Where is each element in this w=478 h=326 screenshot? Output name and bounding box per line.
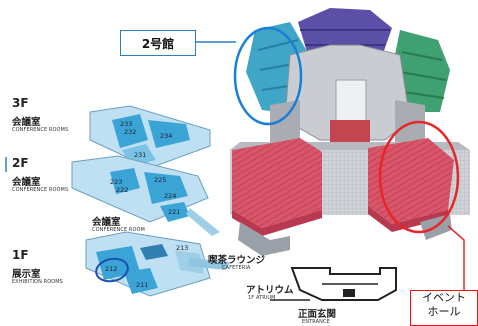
cafeteria-en: CAFETERIA <box>222 265 251 271</box>
building2-highlight-circle <box>233 26 303 126</box>
floor-3f-label: 3F <box>12 96 29 110</box>
atrium-en: 1F ATRIUM <box>248 295 276 301</box>
event-hall-connector <box>447 225 465 290</box>
room-232: 232 <box>124 128 137 136</box>
floor-2f-label: 2F <box>12 156 29 170</box>
floor-1f-label: 1F <box>12 248 29 262</box>
atrium-jp: アトリウム <box>246 285 294 296</box>
building-3d <box>230 8 470 256</box>
floor-2f-room-jp: 会議室 <box>12 177 41 188</box>
entrance-en: ENTRANCE <box>302 319 330 325</box>
floor-1f-conf-jp: 会議室 <box>92 217 121 228</box>
room-225: 225 <box>154 176 167 184</box>
event-hall-label-line2: ホール <box>427 305 461 318</box>
atrium-outline <box>270 267 397 301</box>
floor-plan-3f <box>89 105 211 169</box>
floor-1f-room-jp: 展示室 <box>12 269 41 280</box>
floor-3f-room-jp: 会議室 <box>12 117 41 128</box>
room-212: 212 <box>105 265 118 273</box>
cafeteria-jp: 喫茶ラウンジ <box>208 255 266 266</box>
room-224: 224 <box>164 192 177 200</box>
room-212-highlight-circle <box>95 257 129 283</box>
event-hall-building <box>368 138 454 224</box>
room-213: 213 <box>176 244 189 252</box>
room-222: 222 <box>116 186 129 194</box>
left-red-hall <box>232 138 322 228</box>
room-231: 231 <box>134 151 147 159</box>
room-223: 223 <box>110 178 123 186</box>
room-211: 211 <box>136 281 149 289</box>
event-hall-highlight-circle <box>378 120 460 234</box>
entrance-jp: 正面玄関 <box>298 309 337 320</box>
room-221: 221 <box>168 208 181 216</box>
room-234: 234 <box>160 132 173 140</box>
floor-1f-conf-en: CONFERENCE ROOM <box>92 227 145 233</box>
building2-label: 2号館 <box>141 36 175 51</box>
building2-callout: 2号館 <box>120 30 196 56</box>
floor-plan-2f <box>71 155 220 236</box>
floor-3f-room-en: CONFERENCE ROOMS <box>12 127 69 133</box>
event-hall-label-line1: イベント <box>422 291 466 304</box>
event-hall-callout: イベント ホール <box>410 290 478 326</box>
room-233: 233 <box>120 120 133 128</box>
floor-1f-room-en: EXHIBITION ROOMS <box>12 279 63 285</box>
floor-2f-room-en: CONFERENCE ROOMS <box>12 187 69 193</box>
